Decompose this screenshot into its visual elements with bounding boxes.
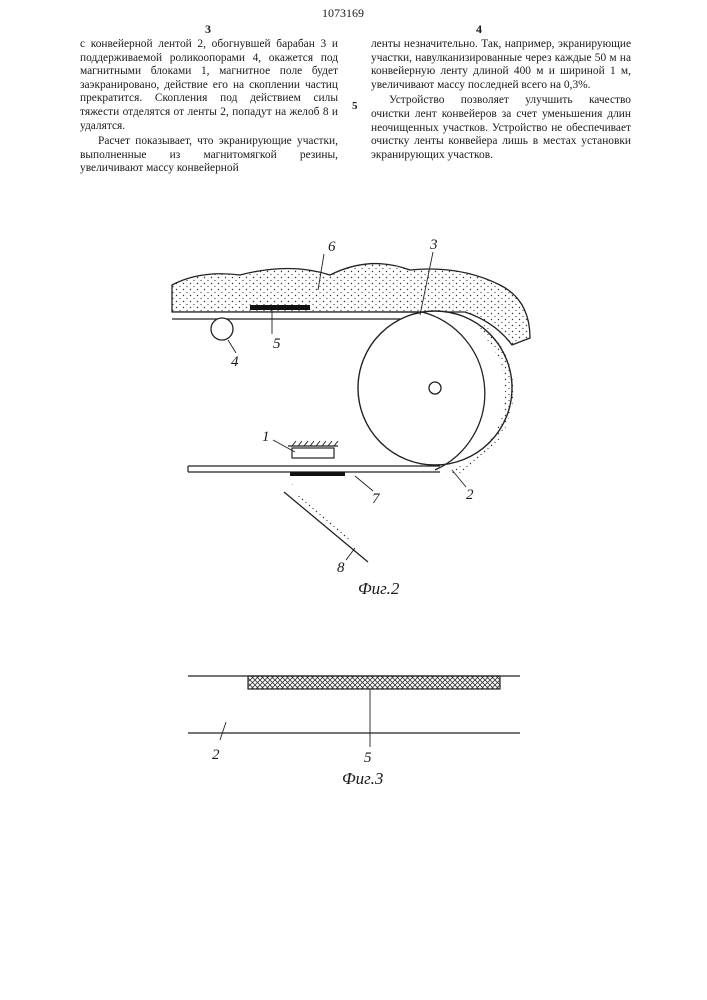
screening-insert-section [248,676,500,689]
figure-3-caption: Фиг.3 [342,769,383,788]
fig3-label-2: 2 [212,747,220,763]
fig3-label-5: 5 [364,750,372,766]
